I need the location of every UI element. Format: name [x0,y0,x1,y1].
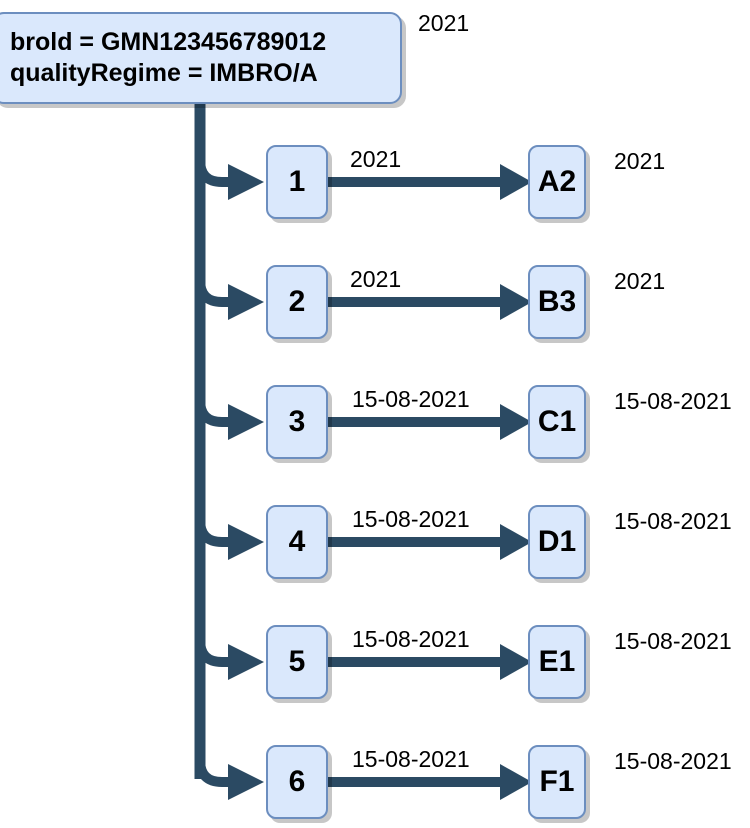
target-node-1[interactable]: A2 [528,145,586,219]
edge-label-2: 2021 [350,266,402,292]
source-node-4-label: 4 [288,525,306,558]
target-node-2[interactable]: B3 [528,265,586,339]
target-node-3-label: C1 [537,405,577,438]
target-node-2-label: B3 [537,285,577,318]
target-node-6-label: F1 [539,765,575,798]
edge-label-4: 15-08-2021 [352,506,470,532]
right-label-3: 15-08-2021 [614,388,732,414]
source-node-6[interactable]: 6 [266,745,328,819]
source-node-2[interactable]: 2 [266,265,328,339]
source-node-3[interactable]: 3 [266,385,328,459]
target-node-6[interactable]: F1 [528,745,586,819]
root-node-label: brold = GMN123456789012 qualityRegime = … [10,28,327,87]
branch-row-1 [195,159,264,200]
source-node-1[interactable]: 1 [266,145,328,219]
edge-label-3: 15-08-2021 [352,386,470,412]
branch-row-4 [195,519,264,560]
root-node[interactable]: brold = GMN123456789012 qualityRegime = … [0,12,402,104]
branch-row-2 [195,279,264,320]
source-node-6-label: 6 [288,765,306,798]
edge-label-1: 2021 [350,146,402,172]
branch-row-5 [195,639,264,680]
right-label-4: 15-08-2021 [614,508,732,534]
source-node-4[interactable]: 4 [266,505,328,579]
target-node-4[interactable]: D1 [528,505,586,579]
edge-label-5: 15-08-2021 [352,626,470,652]
right-label-6: 15-08-2021 [614,748,732,774]
right-label-1: 2021 [614,148,666,174]
branch-row-6 [195,759,264,800]
branch-row-3 [195,399,264,440]
target-node-5[interactable]: E1 [528,625,586,699]
right-label-2: 2021 [614,268,666,294]
edge-label-6: 15-08-2021 [352,746,470,772]
source-node-3-label: 3 [288,405,306,438]
right-label-5: 15-08-2021 [614,628,732,654]
target-node-3[interactable]: C1 [528,385,586,459]
target-node-4-label: D1 [537,525,577,558]
target-node-5-label: E1 [538,645,576,678]
source-node-1-label: 1 [288,165,306,198]
target-node-1-label: A2 [537,165,577,198]
source-node-2-label: 2 [288,285,306,318]
source-node-5-label: 5 [288,645,306,678]
source-node-5[interactable]: 5 [266,625,328,699]
root-date-label: 2021 [418,10,470,36]
